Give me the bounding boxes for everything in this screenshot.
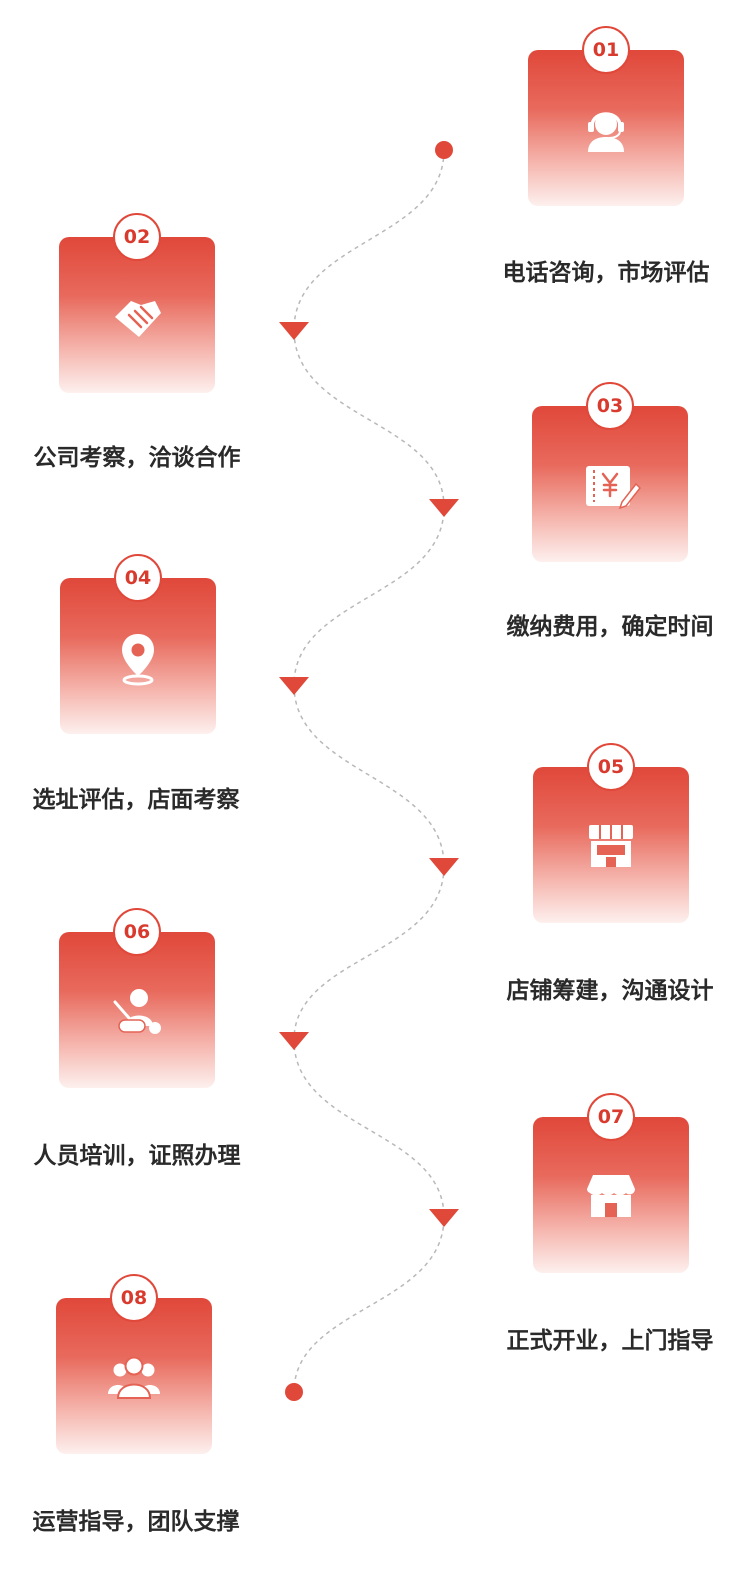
step-card-bg [59, 932, 215, 1088]
step-08-card: 08 [56, 1274, 212, 1454]
shop-icon [587, 1175, 635, 1217]
timeline-end-dot [285, 1383, 303, 1401]
team-icon [108, 1356, 160, 1399]
step-02-card: 02 [59, 213, 215, 393]
timeline-arrow [429, 1209, 459, 1227]
step-card-bg [56, 1298, 212, 1454]
timeline-arrow [429, 499, 459, 517]
step-02-label: 公司考察，洽谈合作 [33, 445, 241, 471]
trainer-icon [113, 989, 161, 1034]
step-06-card: 06 [59, 908, 215, 1088]
step-number-badge: 05 [587, 743, 635, 791]
location-pin-icon [122, 634, 154, 686]
payment-edit-icon [586, 466, 641, 510]
step-01-card: 01 [528, 26, 684, 206]
step-number-badge: 01 [582, 26, 630, 74]
step-01-label: 电话咨询，市场评估 [502, 260, 710, 286]
step-06-label: 人员培训，证照办理 [33, 1143, 241, 1169]
step-number-badge: 04 [114, 554, 162, 602]
timeline-arrow [279, 677, 309, 695]
step-05-label: 店铺筹建，沟通设计 [506, 978, 714, 1004]
headset-icon [588, 112, 624, 152]
step-07-label: 正式开业，上门指导 [506, 1328, 714, 1354]
step-04-card: 04 [60, 554, 216, 734]
step-07-card: 07 [533, 1093, 689, 1273]
step-08-label: 运营指导，团队支撑 [32, 1509, 240, 1535]
step-03-label: 缴纳费用，确定时间 [506, 614, 714, 640]
step-05-card: 05 [533, 743, 689, 923]
timeline-arrow [279, 1032, 309, 1050]
timeline-arrow [279, 322, 309, 340]
step-number-badge: 07 [587, 1093, 635, 1141]
step-04-label: 选址评估，店面考察 [32, 787, 240, 813]
timeline-start-dot [435, 141, 453, 159]
timeline-arrow [429, 858, 459, 876]
step-03-card: 03 [532, 382, 688, 562]
step-number-badge: 02 [113, 213, 161, 261]
step-number-badge: 06 [113, 908, 161, 956]
handshake-icon [115, 301, 161, 337]
step-number-badge: 08 [110, 1274, 158, 1322]
timeline-dashed-line [293, 149, 445, 1393]
storefront-icon [589, 825, 633, 867]
step-number-badge: 03 [586, 382, 634, 430]
